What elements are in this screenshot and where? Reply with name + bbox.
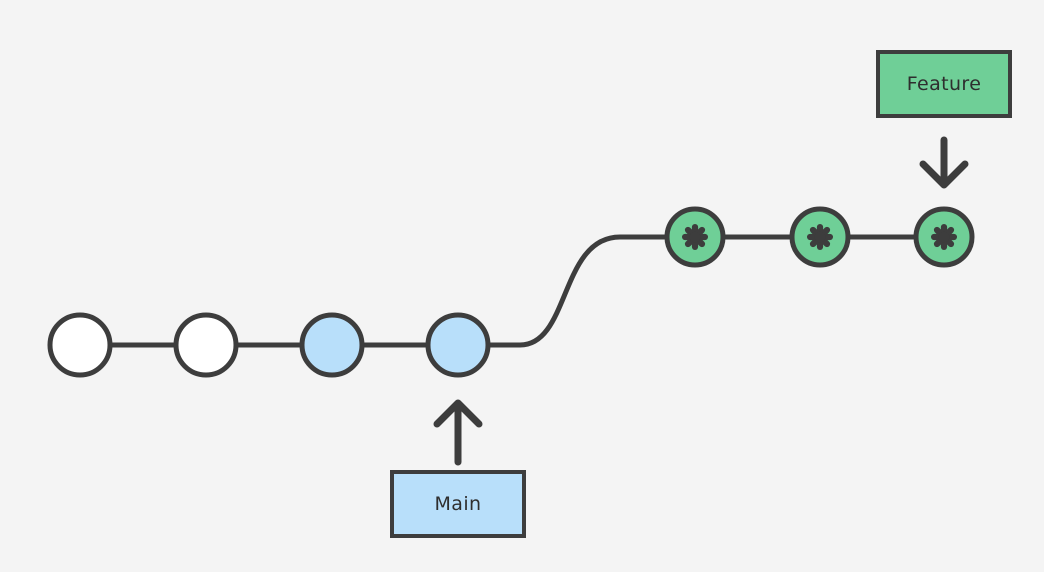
commit-node-main-1[interactable]	[173, 312, 239, 378]
arrow-down-icon	[919, 136, 969, 189]
asterisk-icon	[807, 224, 833, 250]
arrow-up-icon	[433, 399, 483, 466]
branch-label-main-text: Main	[434, 493, 482, 515]
commit-node-feature-0[interactable]	[664, 206, 726, 268]
asterisk-icon	[682, 224, 708, 250]
commit-node-feature-1[interactable]	[789, 206, 851, 268]
commit-node-main-0[interactable]	[47, 312, 113, 378]
commit-node-feature-2[interactable]	[913, 206, 975, 268]
branch-label-main[interactable]: Main	[390, 470, 526, 538]
branch-curve	[455, 234, 698, 348]
branch-label-feature-text: Feature	[906, 73, 982, 95]
asterisk-icon	[931, 224, 957, 250]
commit-node-main-2[interactable]	[299, 312, 365, 378]
commit-node-main-3[interactable]	[425, 312, 491, 378]
branch-label-feature[interactable]: Feature	[876, 50, 1012, 118]
